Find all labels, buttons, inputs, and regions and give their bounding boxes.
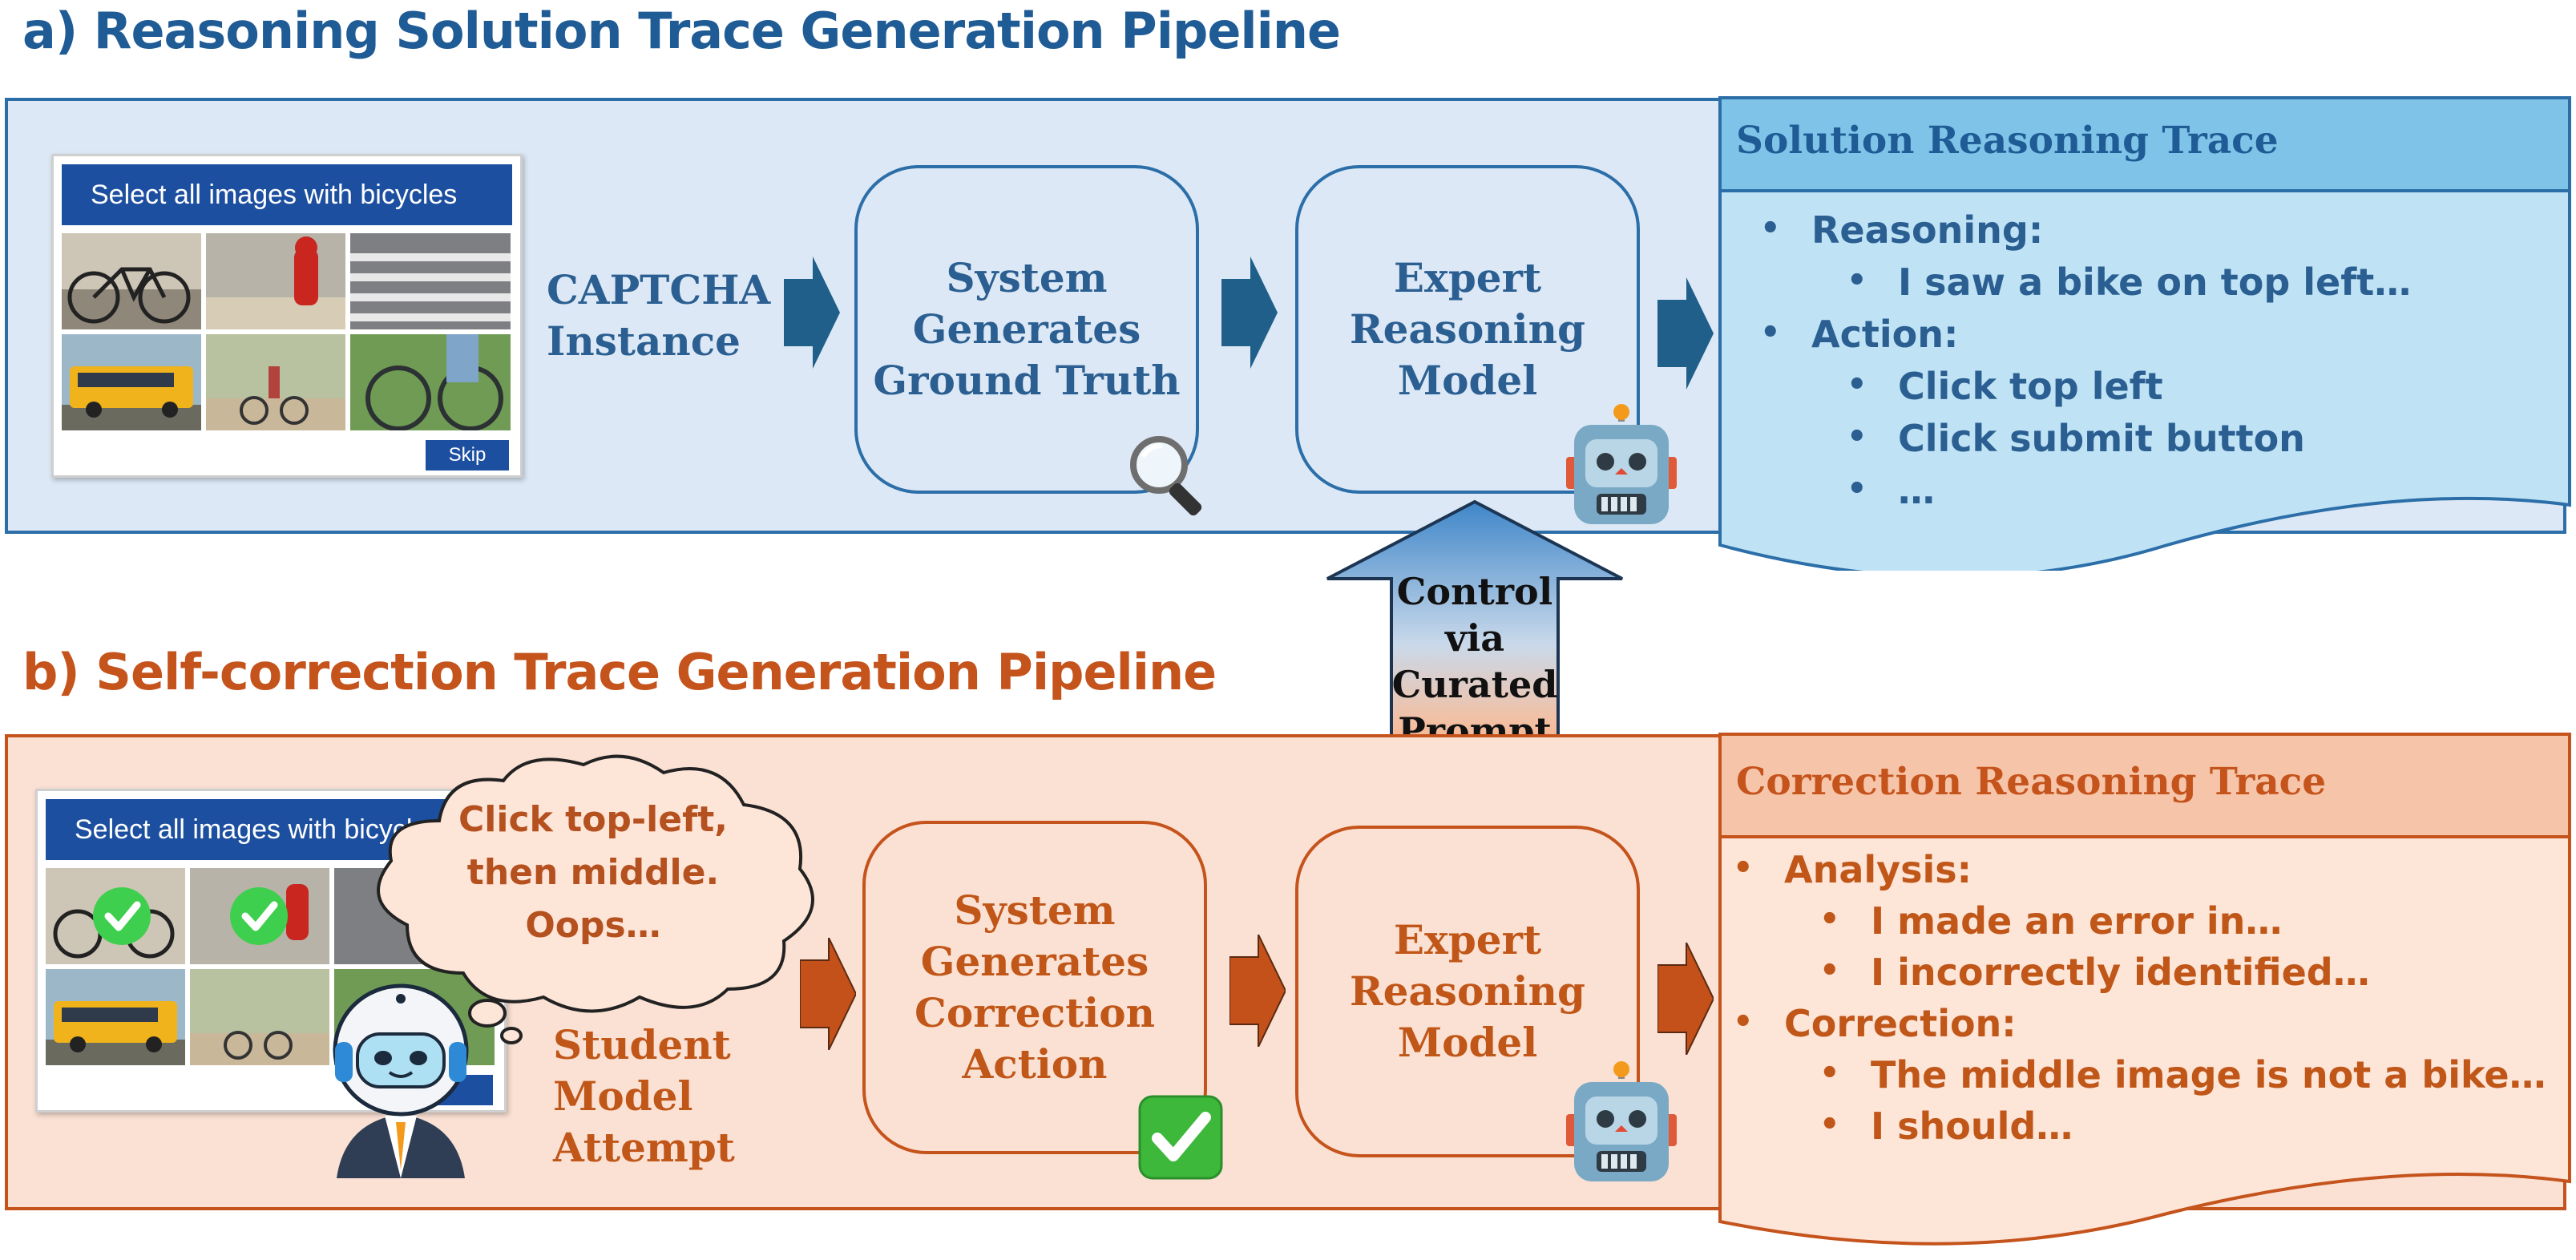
flow-arrow	[1229, 935, 1286, 1047]
check-mark-icon	[1138, 1095, 1223, 1180]
flow-arrow	[1657, 277, 1714, 390]
correction-action-node: System Generates Correction Action	[862, 821, 1207, 1154]
correction-trace-card	[1718, 733, 2571, 1246]
trace-heading-item: Analysis:	[1784, 848, 1972, 891]
robot-icon	[1566, 1061, 1677, 1181]
trace-heading-item: Action:	[1811, 313, 1959, 356]
correction-trace-title: Correction Reasoning Trace	[1736, 760, 2327, 804]
bubble-text: Click top-left, then middle. Oops…	[458, 799, 728, 946]
control-label: Control via Curated Prompt	[1391, 570, 1558, 753]
flow-arrow	[784, 256, 840, 369]
robot-icon	[1566, 404, 1677, 524]
trace-bullet: •	[1819, 901, 1840, 938]
trace-bullet: •	[1847, 418, 1867, 455]
solution-trace-title: Solution Reasoning Trace	[1736, 119, 2279, 163]
captcha-instance-label: CAPTCHA Instance	[547, 266, 771, 365]
expert-model-node-a: Expert Reasoning Model	[1295, 165, 1640, 494]
trace-sub-item: Click top left	[1898, 365, 2163, 408]
captcha-tile[interactable]	[350, 233, 511, 329]
trace-sub-item: Click submit button	[1898, 417, 2305, 460]
student-attempt-label: Student Model Attempt	[553, 1021, 735, 1171]
flow-arrow	[1657, 943, 1714, 1055]
magnifier-icon	[1130, 436, 1202, 516]
trace-bullet: •	[1733, 850, 1754, 886]
captcha-tile[interactable]	[206, 233, 345, 329]
trace-sub-item: …	[1898, 469, 1935, 512]
captcha-tile[interactable]	[206, 334, 345, 430]
captcha-tile[interactable]	[62, 334, 201, 430]
thought-bubble	[377, 754, 814, 1044]
skip-button[interactable]: Skip	[426, 440, 509, 470]
solution-trace-card	[1718, 96, 2571, 571]
captcha-widget-a: Select all images with bicycles Skip	[51, 154, 523, 478]
section-b-title: b) Self-correction Trace Generation Pipe…	[22, 643, 1217, 701]
flow-arrow	[800, 938, 856, 1050]
trace-bullet: •	[1819, 1055, 1840, 1092]
trace-sub-item: I should…	[1871, 1105, 2073, 1148]
captcha-tile[interactable]	[190, 969, 329, 1065]
trace-heading-item: Reasoning:	[1811, 208, 2044, 252]
captcha-header-a: Select all images with bicycles	[62, 164, 512, 225]
trace-sub-item: I saw a bike on top left…	[1898, 260, 2412, 304]
trace-bullet: •	[1847, 366, 1867, 403]
trace-bullet: •	[1819, 952, 1840, 989]
trace-sub-item: I incorrectly identified…	[1871, 951, 2370, 994]
expert-model-node-b: Expert Reasoning Model	[1295, 826, 1640, 1157]
captcha-tile[interactable]	[62, 233, 201, 329]
ground-truth-node: System Generates Ground Truth	[854, 165, 1199, 494]
trace-sub-item: I made an error in…	[1871, 899, 2283, 943]
captcha-tile[interactable]	[46, 868, 185, 964]
flow-arrow	[1221, 256, 1278, 369]
trace-bullet: •	[1847, 470, 1867, 507]
trace-bullet: •	[1847, 262, 1867, 299]
trace-bullet: •	[1760, 210, 1781, 247]
trace-bullet: •	[1760, 314, 1781, 351]
captcha-tile[interactable]	[190, 868, 329, 964]
trace-bullet: •	[1819, 1106, 1840, 1143]
trace-sub-item: The middle image is not a bike…	[1871, 1053, 2546, 1096]
captcha-tile[interactable]	[350, 334, 511, 430]
trace-bullet: •	[1733, 1004, 1754, 1040]
student-robot-icon	[333, 983, 469, 1178]
captcha-tile[interactable]	[46, 969, 185, 1065]
section-a-title: a) Reasoning Solution Trace Generation P…	[22, 2, 1341, 60]
trace-heading-item: Correction:	[1784, 1002, 2017, 1045]
